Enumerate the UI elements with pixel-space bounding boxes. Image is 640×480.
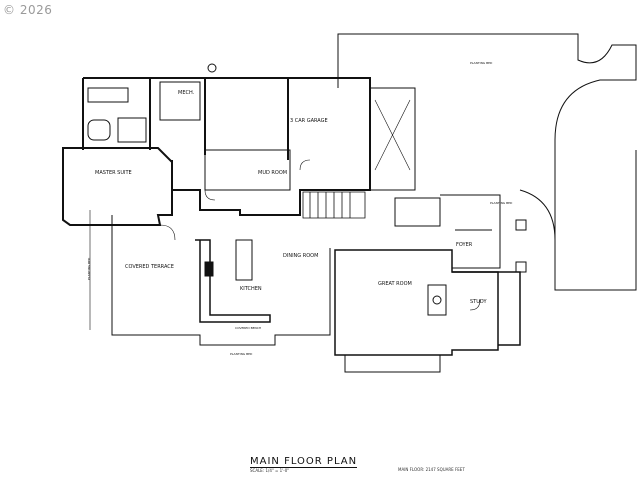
room-label-covered-terrace: COVERED TERRACE — [125, 264, 174, 270]
water-heater — [207, 63, 217, 73]
kitchen-island — [235, 239, 253, 281]
porch-column — [515, 219, 527, 231]
master-suite-wall — [62, 147, 173, 226]
site-boundary — [337, 33, 637, 291]
powder-room — [394, 197, 441, 227]
room-label-great-room: GREAT ROOM — [378, 281, 412, 287]
garage-wall — [204, 77, 371, 190]
room-label-study: STUDY — [470, 299, 487, 305]
annotation-planting-bed-left: PLANTING BED — [87, 257, 91, 280]
porch-column-2 — [515, 261, 527, 273]
mech-room — [159, 81, 201, 121]
vanity — [87, 87, 129, 103]
covered-terrace — [111, 215, 331, 346]
great-room — [334, 249, 499, 356]
annotation-planting-bed-bottom: PLANTING BED — [230, 352, 253, 356]
area-note: MAIN FLOOR: 2147 SQUARE FEET — [398, 467, 465, 472]
fireplace — [427, 284, 447, 316]
room-label-foyer: FOYER — [456, 242, 473, 248]
garage-diagonal — [374, 99, 411, 171]
foyer — [440, 194, 501, 269]
fireplace-circle — [432, 295, 442, 305]
stair — [302, 191, 366, 219]
kitchen-counter — [195, 239, 271, 323]
room-label-dining-room: DINING ROOM — [283, 253, 318, 259]
room-label-garage: 3 CAR GARAGE — [290, 118, 328, 124]
room-label-mud-room: MUD ROOM — [258, 170, 287, 176]
study — [452, 271, 521, 346]
range — [204, 261, 214, 277]
annotation-planting-bed-top: PLANTING BED — [470, 61, 493, 65]
garage-right-block — [370, 87, 416, 191]
annotation-planting-bed-right: PLANTING BED — [490, 201, 513, 205]
mud-room — [204, 149, 291, 191]
scale-note: SCALE: 1/4" = 1'-0" — [250, 468, 290, 473]
shower — [117, 117, 147, 143]
plan-title: MAIN FLOOR PLAN — [250, 456, 358, 468]
room-label-mech: MECH. — [178, 90, 195, 96]
bathtub — [87, 119, 111, 141]
annotation-covered-bench: COVERED BENCH — [235, 326, 261, 330]
copyright-watermark: © 2026 — [3, 3, 53, 17]
door-swing — [159, 159, 481, 311]
bottom-bay — [344, 355, 441, 373]
driveway-curve — [519, 189, 556, 241]
room-label-kitchen: KITCHEN — [240, 286, 262, 292]
room-label-master-suite: MASTER SUITE — [95, 170, 132, 176]
exterior-wall — [82, 77, 371, 216]
